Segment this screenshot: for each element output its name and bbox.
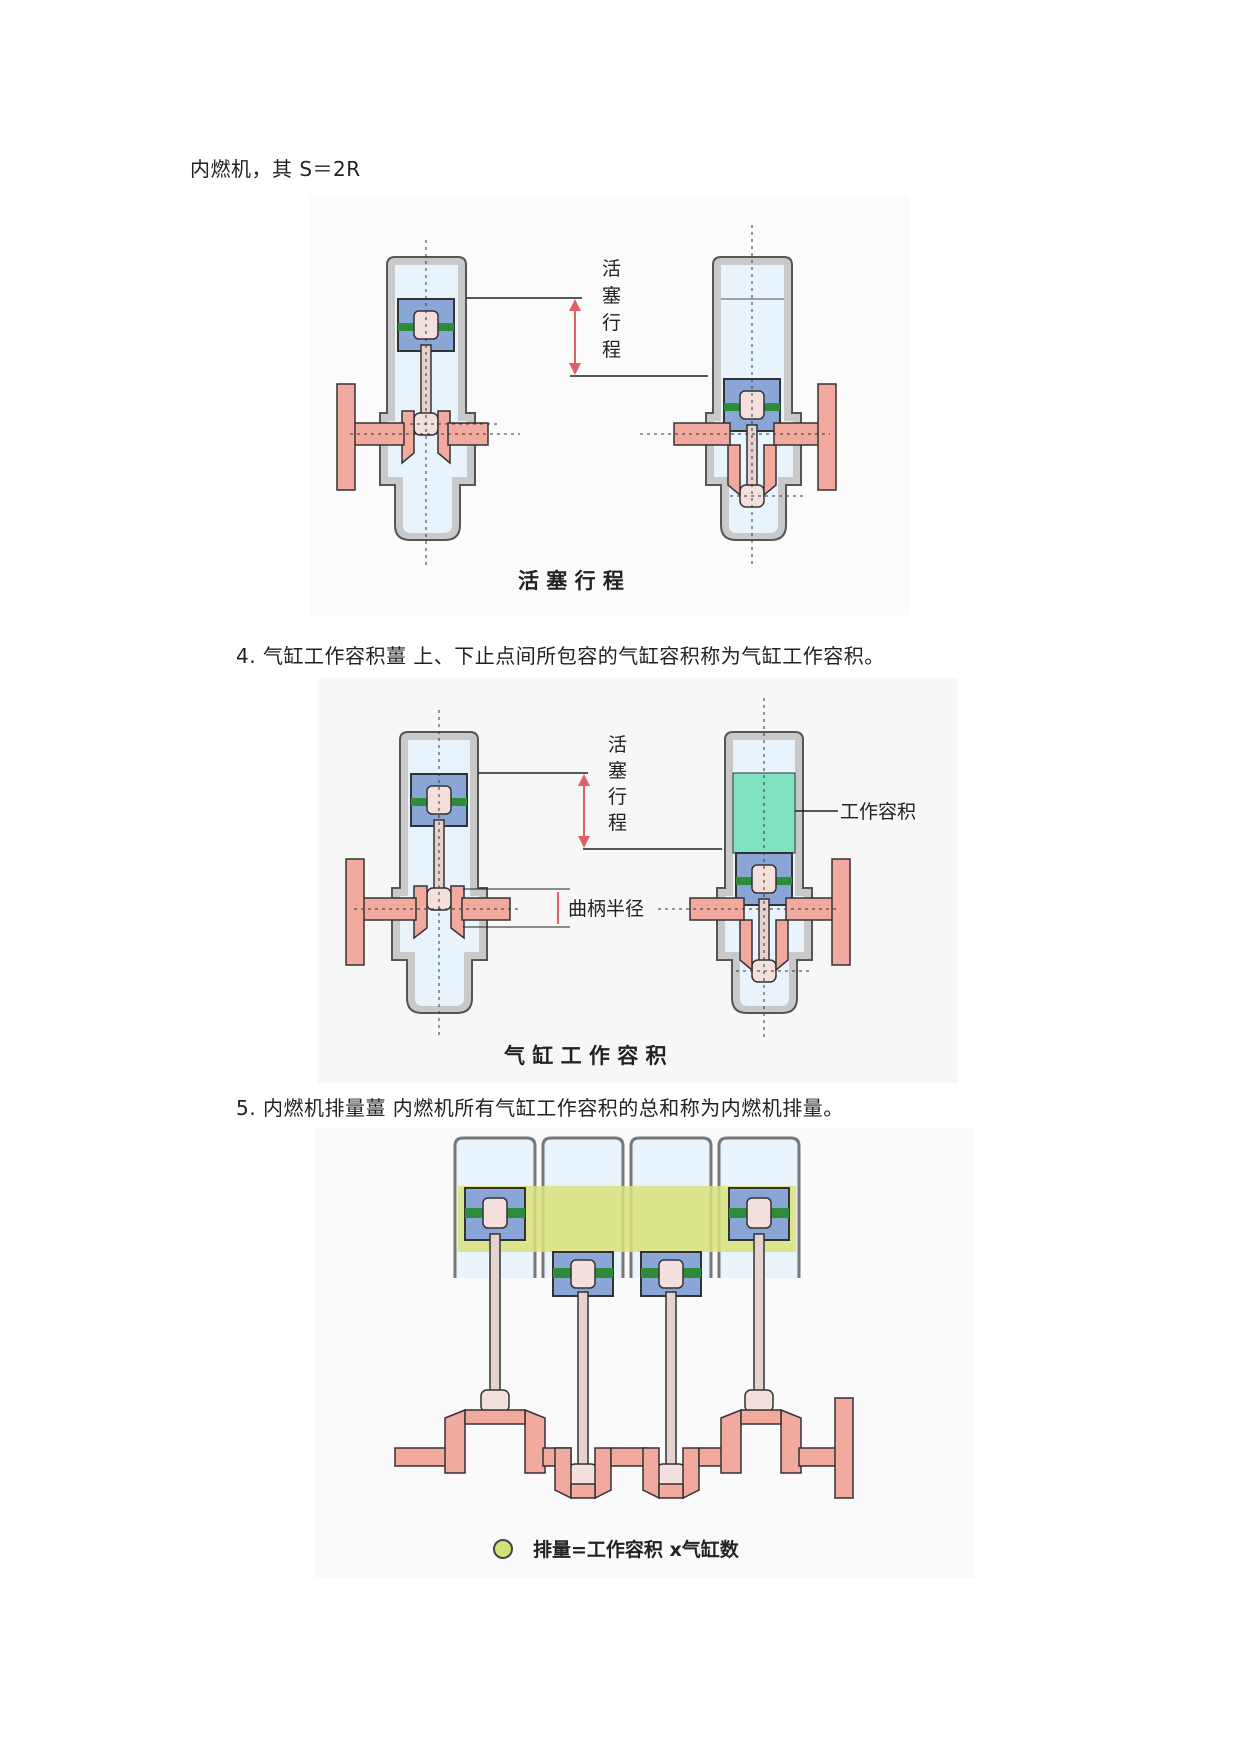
piston-stroke-figure: 活 塞 行 程 活 塞 行 程 xyxy=(310,195,910,615)
right-engine-bdc xyxy=(640,225,837,565)
crankshaft xyxy=(394,1397,854,1500)
stroke-label-char-3: 行 xyxy=(602,312,621,334)
volume-stroke-char-2: 塞 xyxy=(608,760,627,782)
stroke-label-char-4: 程 xyxy=(602,339,621,361)
volume-stroke-char-3: 行 xyxy=(608,786,627,808)
figure1-caption: 活 塞 行 程 xyxy=(518,569,624,593)
crank-radius-label: 曲柄半径 xyxy=(568,898,644,920)
left-engine-tdc xyxy=(336,240,520,565)
piston-1 xyxy=(464,1187,526,1413)
displacement-figure: 排量=工作容积 x气缸数 xyxy=(315,1128,975,1578)
right-engine-bdc-2 xyxy=(658,698,851,1038)
displacement-legend: 排量=工作容积 x气缸数 xyxy=(533,1538,740,1561)
item-5-text: 5. 内燃机排量薑 内燃机所有气缸工作容积的总和称为内燃机排量。 xyxy=(236,1096,844,1120)
cylinder-volume-figure: 活 塞 行 程 曲柄半径 工作容积 气 缸 工 作 容 积 xyxy=(318,678,958,1083)
left-engine-tdc-2 xyxy=(345,710,518,1038)
piston-4 xyxy=(728,1187,790,1413)
stroke-label-char-2: 塞 xyxy=(602,285,621,307)
volume-stroke-char-1: 活 xyxy=(608,734,627,756)
volume-stroke-char-4: 程 xyxy=(608,812,627,834)
legend-dot xyxy=(493,1539,513,1559)
work-volume-label: 工作容积 xyxy=(840,801,916,823)
figure2-caption: 气 缸 工 作 容 积 xyxy=(503,1044,667,1068)
stroke-label-char-1: 活 xyxy=(602,258,621,280)
piston-2 xyxy=(552,1251,614,1487)
intro-text: 内燃机，其 S＝2R xyxy=(190,157,361,181)
item-4-text: 4. 气缸工作容积薑 上、下止点间所包容的气缸容积称为气缸工作容积。 xyxy=(236,644,885,668)
